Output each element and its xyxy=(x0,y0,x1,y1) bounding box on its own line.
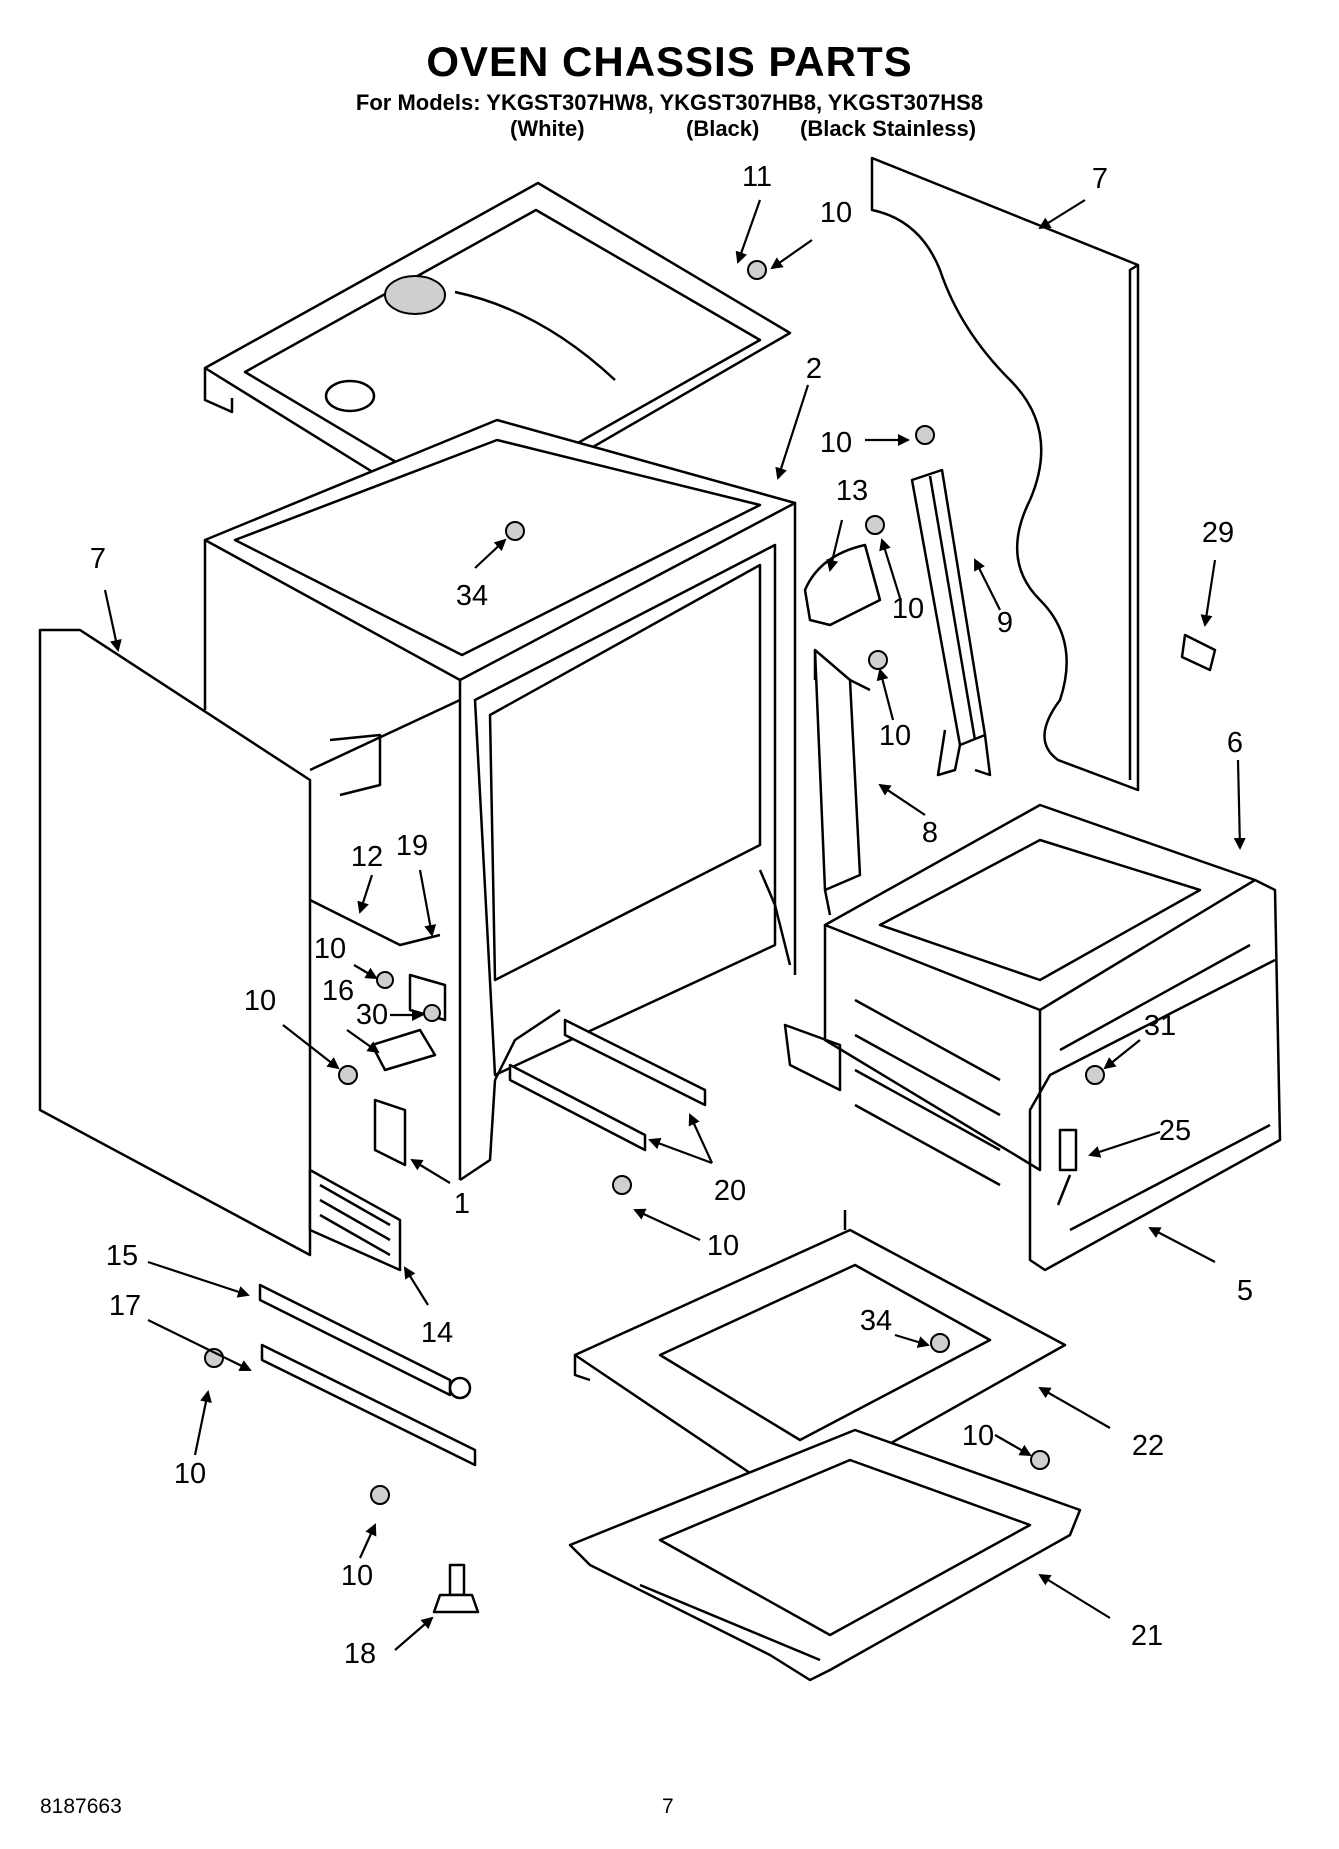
vertical-channel xyxy=(910,468,992,777)
callout-13: 13 xyxy=(836,475,868,507)
page-number: 7 xyxy=(662,1795,674,1818)
side-bracket xyxy=(813,648,871,916)
callout-1: 1 xyxy=(454,1188,470,1220)
leader-arrows xyxy=(103,199,1246,1651)
callout-20: 20 xyxy=(714,1175,746,1207)
callout-10: 10 xyxy=(314,933,346,965)
callout-12: 12 xyxy=(351,841,383,873)
left-side-panel xyxy=(38,628,312,1257)
callout-16: 16 xyxy=(322,975,354,1007)
callout-10: 10 xyxy=(174,1458,206,1490)
oven-bottom xyxy=(573,1210,1067,1502)
callout-2: 2 xyxy=(806,353,822,385)
callout-10: 10 xyxy=(879,720,911,752)
callout-8: 8 xyxy=(922,817,938,849)
callout-34: 34 xyxy=(860,1305,892,1337)
variant-black: (Black) xyxy=(686,116,760,141)
callout-5: 5 xyxy=(1237,1275,1253,1307)
oven-cavity xyxy=(783,803,1282,1272)
variant-black-stainless: (Black Stainless) xyxy=(800,116,977,141)
callout-14: 14 xyxy=(421,1317,453,1349)
callout-7: 7 xyxy=(90,543,106,575)
callout-25: 25 xyxy=(1159,1115,1191,1147)
burner-base xyxy=(568,1428,1082,1682)
callout-10: 10 xyxy=(820,427,852,459)
callout-10: 10 xyxy=(244,985,276,1017)
callout-7: 7 xyxy=(1092,163,1108,195)
callout-6: 6 xyxy=(1227,727,1243,759)
callout-10: 10 xyxy=(820,197,852,229)
callout-31: 31 xyxy=(1144,1010,1176,1042)
callout-34: 34 xyxy=(456,580,488,612)
callout-labels: 11 10 7 2 10 13 10 10 9 29 34 7 12 19 8 … xyxy=(90,161,1253,1670)
callout-30: 30 xyxy=(356,999,388,1031)
page-title: OVEN CHASSIS PARTS xyxy=(426,38,913,85)
callout-18: 18 xyxy=(344,1638,376,1670)
screws xyxy=(204,260,1105,1505)
callout-21: 21 xyxy=(1131,1620,1163,1652)
right-side-panel xyxy=(870,156,1140,792)
callout-10: 10 xyxy=(341,1560,373,1592)
small-hardware xyxy=(1056,633,1217,1206)
callout-17: 17 xyxy=(109,1290,141,1322)
support-rails xyxy=(508,1018,707,1152)
callout-10: 10 xyxy=(892,593,924,625)
callout-15: 15 xyxy=(106,1240,138,1272)
top-panel xyxy=(203,181,792,542)
callout-11: 11 xyxy=(742,161,772,193)
callout-10: 10 xyxy=(707,1230,739,1262)
callout-19: 19 xyxy=(396,830,428,862)
callout-22: 22 xyxy=(1132,1430,1164,1462)
air-guide xyxy=(803,543,882,627)
document-number: 8187663 xyxy=(40,1795,122,1818)
callout-29: 29 xyxy=(1202,517,1234,549)
leveling-leg xyxy=(432,1563,480,1614)
models-line: For Models: YKGST307HW8, YKGST307HB8, YK… xyxy=(355,90,984,115)
variant-white: (White) xyxy=(510,116,585,141)
base-rails xyxy=(258,1283,477,1467)
callout-10: 10 xyxy=(962,1420,994,1452)
callout-9: 9 xyxy=(997,607,1013,639)
